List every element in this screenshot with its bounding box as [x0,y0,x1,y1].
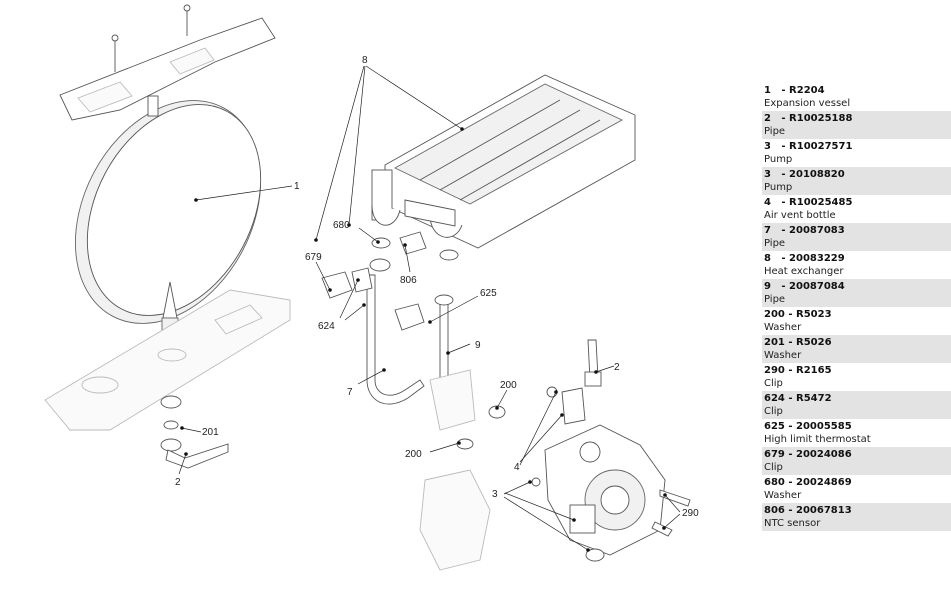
part-description: Pump [764,154,793,165]
part-description: Washer [764,350,802,361]
part-code-line: 9 - 20087084 [764,281,845,292]
callout-201: 201 [202,427,219,438]
leader-lines [178,65,681,552]
parts-row: 201 - R5026 Washer [762,335,951,363]
part-description: Air vent bottle [764,210,836,221]
part-description: Expansion vessel [764,98,851,109]
parts-row: 625 - 20005585 High limit thermostat [762,419,951,447]
callout-7: 7 [347,387,353,398]
part-code-line: 3 - R10027571 [764,141,853,152]
callout-679: 679 [305,252,322,263]
part-code-line: 1 - R2204 [764,85,825,96]
parts-row: 200 - R5023 Washer [762,307,951,335]
part-code-line: 679 - 20024086 [764,449,852,460]
pipe-2-left [165,443,229,469]
part-description: Clip [764,462,783,473]
part-description: Clip [764,378,783,389]
part-description: Washer [764,490,802,501]
part-description: Pipe [764,294,786,305]
parts-row: 680 - 20024869 Washer [762,475,951,503]
callout-4: 4 [514,462,520,473]
diagram-canvas: 1 2 2 3 4 7 8 9 200 200 201 290 624 625 … [44,4,699,571]
lower-pipe-faint [419,469,491,571]
washer-200-upper [488,405,506,419]
callout-680: 680 [333,220,350,231]
part-description: Pipe [764,238,786,249]
pipe-7 [366,274,425,405]
parts-list: 1 - R2204 Expansion vessel 2 - R10025188… [762,83,951,531]
parts-row: 679 - 20024086 Clip [762,447,951,475]
exploded-parts-diagram: 1 2 2 3 4 7 8 9 200 200 201 290 624 625 … [44,4,699,571]
union-nut [160,395,182,409]
callout-3: 3 [492,489,498,500]
callout-8: 8 [362,55,368,66]
part-code-line: 625 - 20005585 [764,421,852,432]
expansion-vessel-group [44,4,291,469]
parts-row: 3 - 20108820 Pump [762,167,951,195]
heat-exchanger-group [371,74,636,249]
parts-row: 1 - R2204 Expansion vessel [762,83,951,111]
part-code-line: 7 - 20087083 [764,225,845,236]
parts-row: 9 - 20087084 Pipe [762,279,951,307]
part-code-line: 200 - R5023 [764,309,832,320]
part-description: Pump [764,182,793,193]
callout-290: 290 [682,508,699,519]
callout-1: 1 [294,181,300,192]
part-code-line: 8 - 20083229 [764,253,845,264]
washer-200-lower [456,438,474,450]
parts-row: 2 - R10025188 Pipe [762,111,951,139]
pipe-assembly [321,231,506,571]
callout-200-upper: 200 [500,380,517,391]
callout-2-right: 2 [614,362,620,373]
callout-200-lower: 200 [405,449,422,460]
part-description: Clip [764,406,783,417]
air-vent-bottle [561,387,586,425]
parts-row: 806 - 20067813 NTC sensor [762,503,951,531]
part-code-line: 806 - 20067813 [764,505,852,516]
part-code-line: 2 - R10025188 [764,113,853,124]
part-description: Heat exchanger [764,266,844,277]
part-code-line: 201 - R5026 [764,337,832,348]
part-code-line: 680 - 20024869 [764,477,852,488]
washer-806 [439,249,459,261]
part-description: Pipe [764,126,786,137]
parts-row: 290 - R2165 Clip [762,363,951,391]
part-code-line: 624 - R5472 [764,393,832,404]
part-description: NTC sensor [764,518,821,529]
part-code-line: 4 - R10025485 [764,197,853,208]
callout-806: 806 [400,275,417,286]
callout-625: 625 [480,288,497,299]
callout-9: 9 [475,340,481,351]
clip-290 [659,489,691,507]
parts-row: 3 - R10027571 Pump [762,139,951,167]
pump-assembly [531,339,691,562]
parts-row: 8 - 20083229 Heat exchanger [762,251,951,279]
part-code-line: 3 - 20108820 [764,169,845,180]
part-code-line: 290 - R2165 [764,365,832,376]
part-description: High limit thermostat [764,434,871,445]
parts-row: 4 - R10025485 Air vent bottle [762,195,951,223]
callout-624: 624 [318,321,335,332]
part-description: Washer [764,322,802,333]
callout-labels: 1 2 2 3 4 7 8 9 200 200 201 290 624 625 … [175,55,699,519]
callout-2-left: 2 [175,477,181,488]
parts-row: 624 - R5472 Clip [762,391,951,419]
parts-row: 7 - 20087083 Pipe [762,223,951,251]
